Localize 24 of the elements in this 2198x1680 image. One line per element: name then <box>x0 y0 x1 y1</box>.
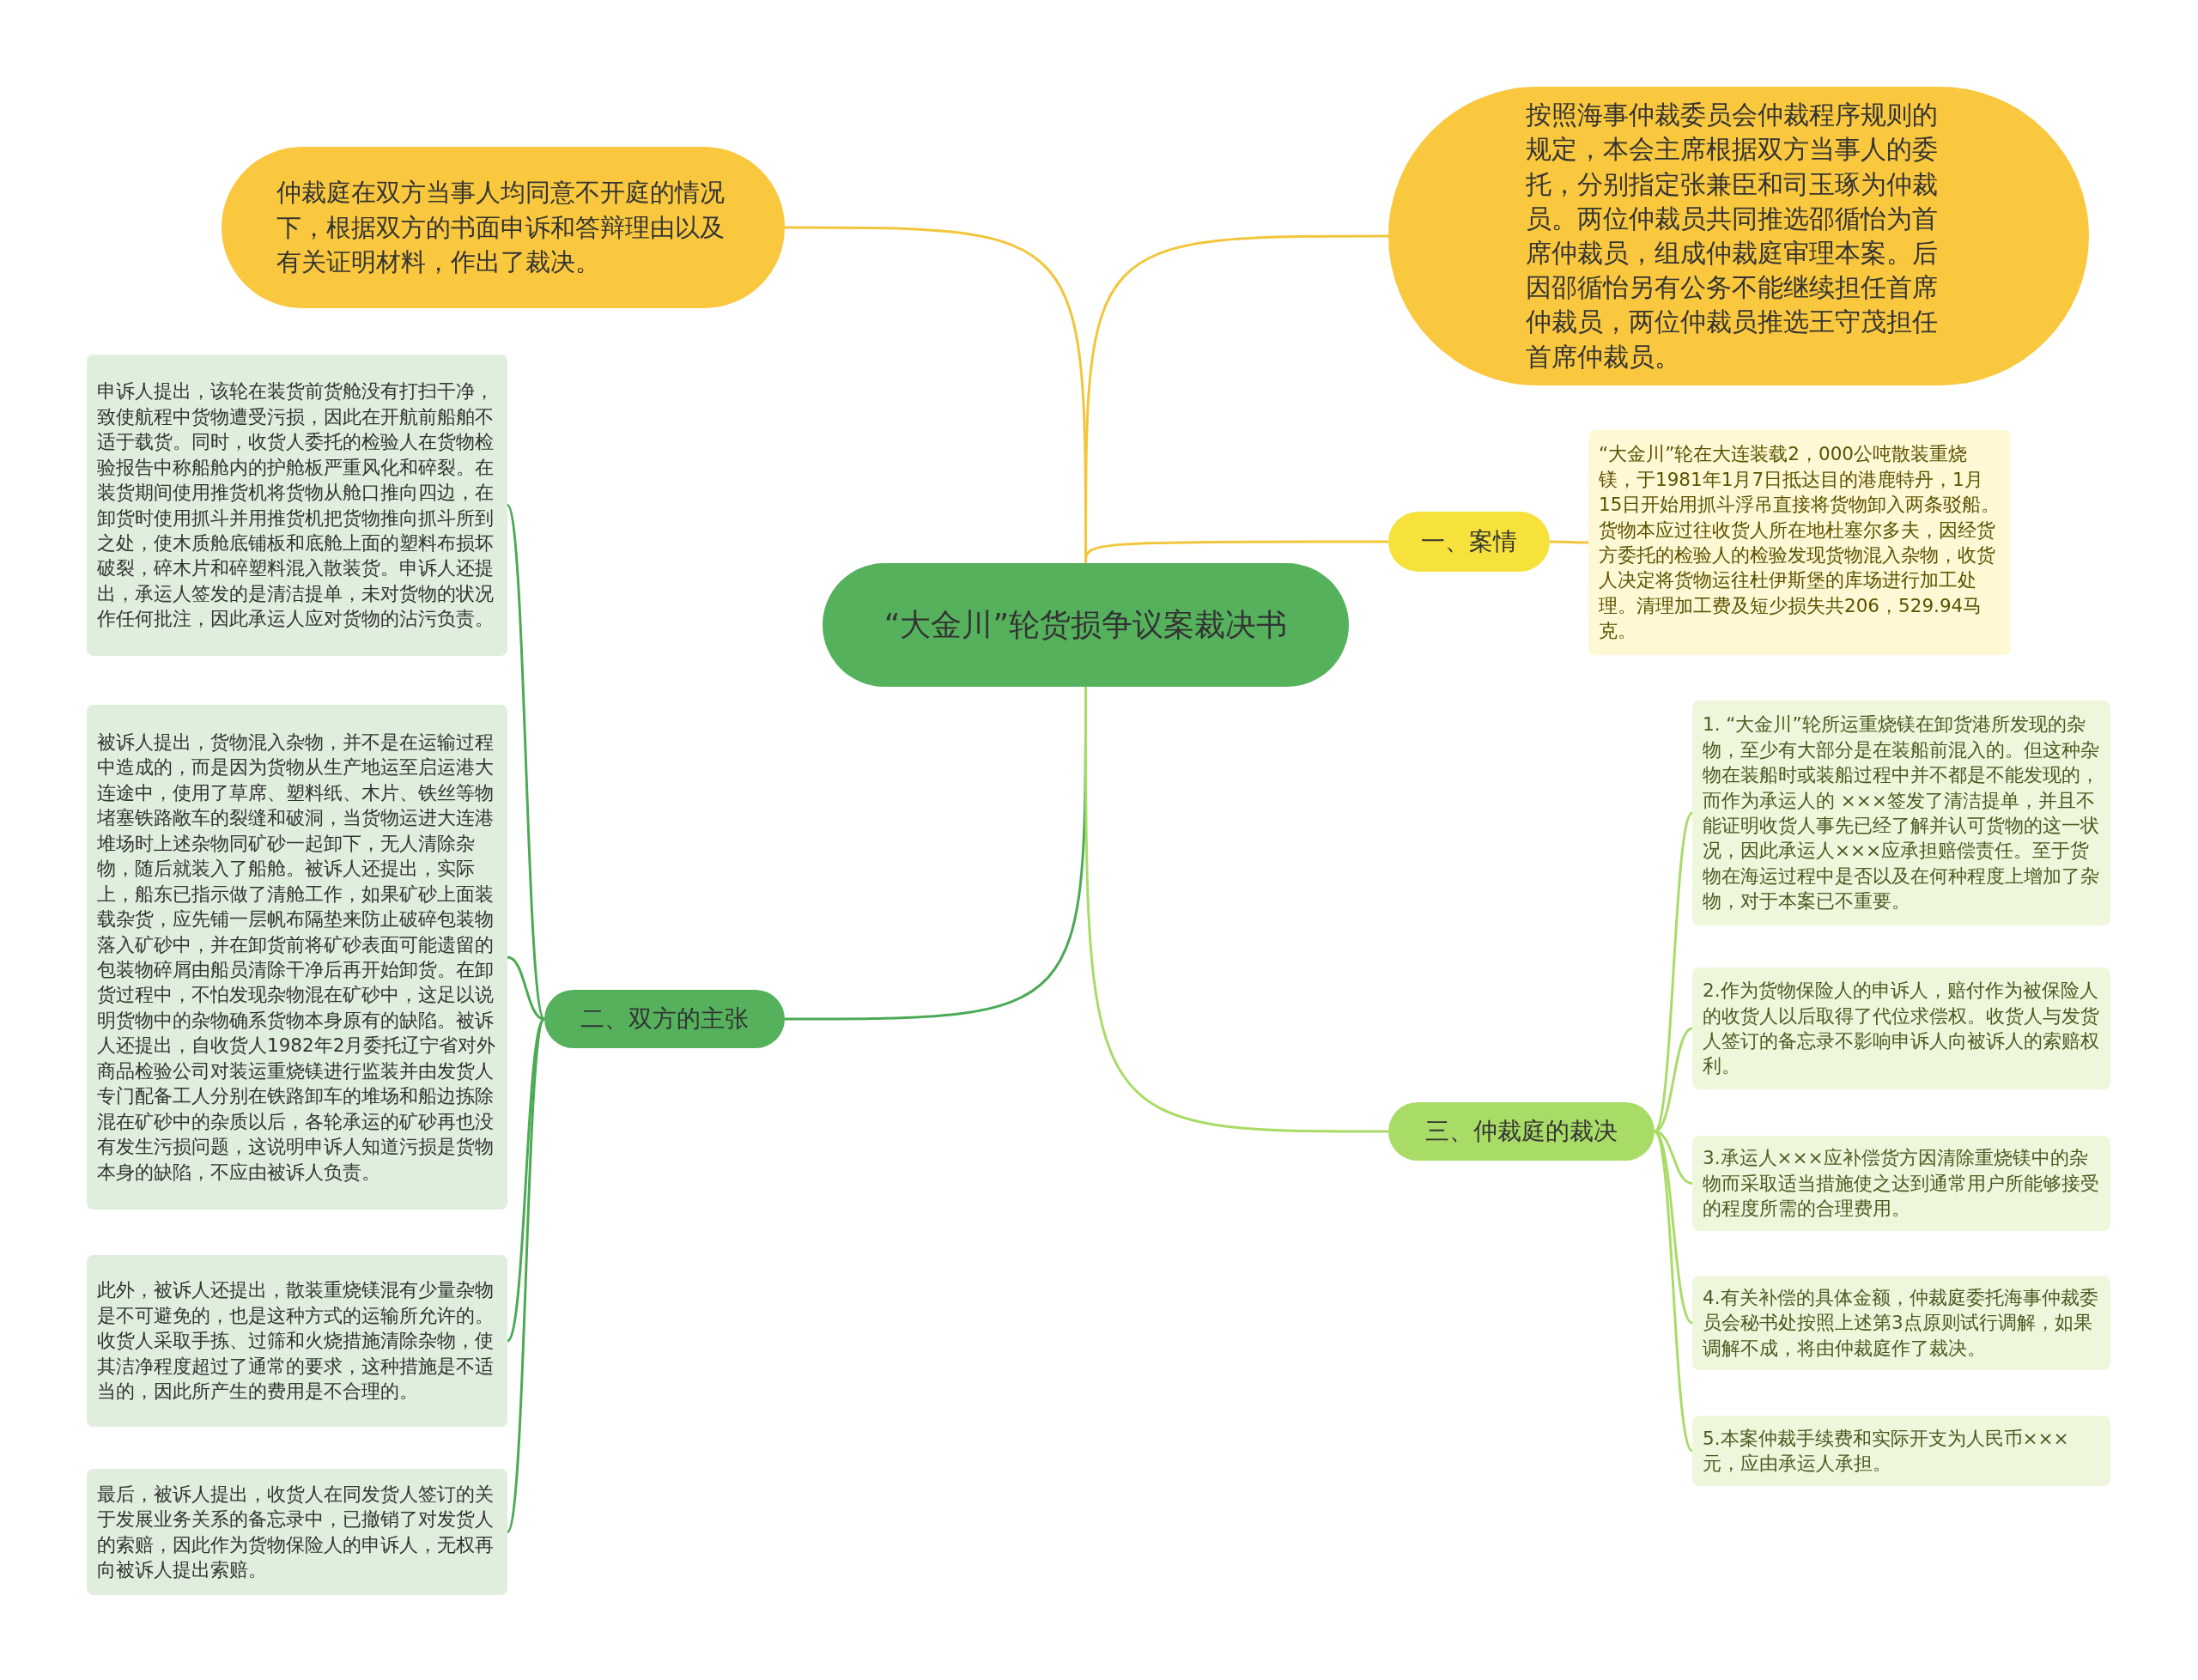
connector-line <box>506 504 546 1020</box>
root-topic-box: “大金川”轮货损争议案裁决书 <box>823 563 1349 687</box>
topic-bubble: 按照海事仲裁委员会仲裁程序规则的规定，本会主席根据双方当事人的委托，分别指定张兼臣和司玉琢为仲裁员。两位仲裁员共同推选邵循怡为首席仲裁员，组成仲裁庭审理本案。后因邵循怡另有公务不能继续担任首席仲裁员，两位仲裁员推选王守茂担任首席仲裁员。 <box>1388 87 2089 385</box>
note-card: 4.有关补偿的具体金额，仲裁庭委托海事仲裁委员会秘书处按照上述第3点原则试行调解，如果调解不成，将由仲裁庭作了裁决。 <box>1692 1276 2110 1370</box>
note-card: 最后，被诉人提出，收货人在同发货人签订的关于发展业务关系的备忘录中，已撤销了对发货人的索赔，因此作为货物保险人的申诉人，无权再向被诉人提出索赔。 <box>87 1469 507 1595</box>
connector-line <box>1653 812 1694 1132</box>
topic-tag: 三、仲裁庭的裁决 <box>1388 1102 1655 1161</box>
note-card: “大金川”轮在大连装载2，000公吨散装重烧镁，于1981年1月7日抵达目的港鹿特丹，1月15日开始用抓斗浮吊直接将货物卸入两条驳船。货物本应过往收货人所在地杜塞尔多夫，因经货方委托的检验人的检验发现货物混入杂物，收货人决定将货物运往杜伊斯堡的库场进行加工处理。清理加工费及短少损失共206，529.94马克。 <box>1588 430 2011 655</box>
note-card: 1. “大金川”轮所运重烧镁在卸货港所发现的杂物，至少有大部分是在装船前混入的。但这种杂物在装船时或装船过程中并不都是不能发现的，而作为承运人的 ×××签发了清洁提单，并且不能证明收货人事先已经了解并认可货物的这一状况，因此承运人×××应承担赔偿责任。至于货物在海运过程中是否以及在何种程度上增加了杂物，对于本案已不重要。 <box>1692 701 2110 925</box>
connector-line <box>1653 1131 1694 1452</box>
note-card: 5.本案仲裁手续费和实际开支为人民币×××元，应由承运人承担。 <box>1692 1416 2110 1486</box>
note-card: 此外，被诉人还提出，散装重烧镁混有少量杂物是不可避免的，也是这种方式的运输所允许的。收货人采取手拣、过筛和火烧措施清除杂物，使其洁净程度超过了通常的要求，这种措施是不适当的，因此所产生的费用是不合理的。 <box>87 1255 507 1427</box>
note-card: 2.作为货物保险人的申诉人，赔付作为被保险人的收货人以后取得了代位求偿权。收货人与发货人签订的备忘录不影响申诉人向被诉人的索赔权利。 <box>1692 967 2110 1089</box>
topic-bubble: 仲裁庭在双方当事人均同意不开庭的情况下，根据双方的书面申诉和答辩理由以及有关证明材料，作出了裁决。 <box>222 147 785 308</box>
connector-line <box>507 955 545 1021</box>
connector-line <box>1084 687 1388 1133</box>
connector-line <box>1550 540 1588 544</box>
note-card: 3.承运人×××应补偿货方因清除重烧镁中的杂物而采取适当措施使之达到通常用户所能够接受的程度所需的合理费用。 <box>1692 1136 2110 1231</box>
note-card: 申诉人提出，该轮在装货前货舱没有打扫干净，致使航程中货物遭受污损，因此在开航前船舶不适于载货。同时，收货人委托的检验人在货物检验报告中称船舱内的护舱板严重风化和碎裂。在装货期间使用推货机将货物从舱口推向四边，在卸货时使用抓斗并用推货机把货物推向抓斗所到之处，使木质舱底铺板和底舱上面的塑料布损坏破裂，碎木片和碎塑料混入散装货。申诉人还提出，承运人签发的是清洁提单，未对货物的状况作任何批注，因此承运人应对货物的沾污负责。 <box>87 355 507 656</box>
connector-line <box>1084 540 1388 564</box>
topic-tag: 二、双方的主张 <box>544 990 785 1048</box>
note-card: 被诉人提出，货物混入杂物，并不是在运输过程中造成的，而是因为货物从生产地运至启运港大连途中，使用了草席、塑料纸、木片、铁丝等物堵塞铁路敞车的裂缝和破洞，当货物运进大连港堆场时上述杂物同矿砂一起卸下，无人清除杂物，随后就装入了船舱。被诉人还提出，实际上，船东已指示做了清舱工作，如果矿砂上面装载杂货，应先铺一层帆布隔垫来防止破碎包装物落入矿砂中，并在卸货前将矿砂表面可能遗留的包装物碎屑由船员清除干净后再开始卸货。在卸货过程中，不怕发现杂物混在矿砂中，这足以说明货物中的杂物确系货物本身原有的缺陷。被诉人还提出，自收货人1982年2月委托辽宁省对外商品检验公司对装运重烧镁进行监装并由发货人专门配备工人分别在铁路卸车的堆场和船边拣除混在矿砂中的杂质以后，各轮承运的矿砂再也没有发生污损问题，这说明申诉人知道污损是货物本身的缺陷，不应由被诉人负责。 <box>87 705 507 1210</box>
connector-line <box>506 1018 546 1533</box>
topic-tag: 一、案情 <box>1388 512 1550 572</box>
